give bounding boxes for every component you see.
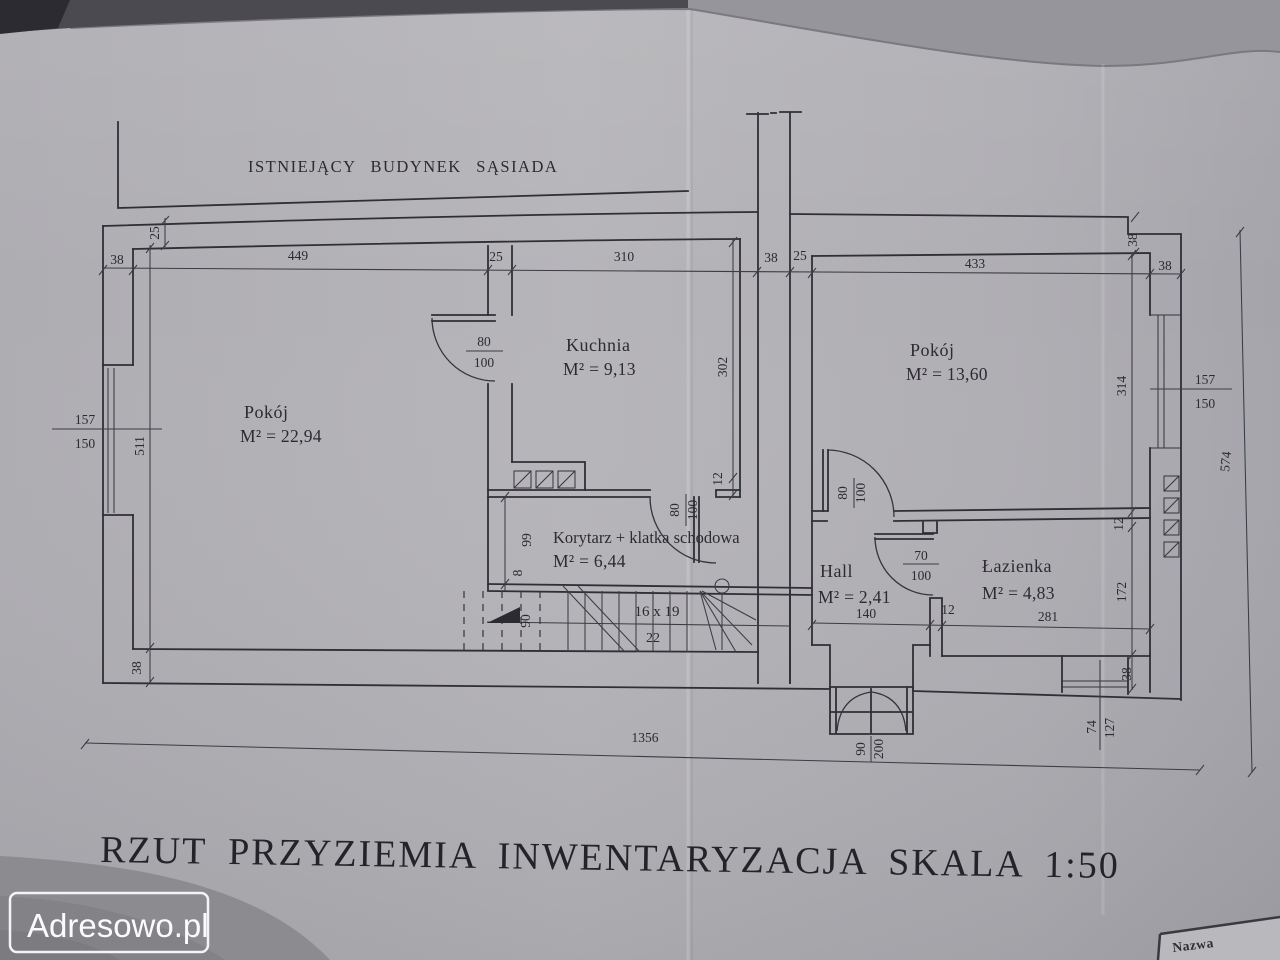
dim-top-433: 433	[965, 256, 986, 271]
dim-corridor-8: 8	[510, 569, 525, 576]
room-label-pokoj-2: Pokój	[910, 340, 955, 360]
stairs-direction-arrow	[487, 607, 520, 623]
window-glazing	[107, 314, 1181, 688]
window-right-width: 157	[1195, 372, 1216, 387]
dim-top-25-divider: 25	[793, 248, 807, 263]
room-label-kuchnia: Kuchnia	[566, 335, 630, 355]
dim-top-38-right: 38	[1158, 258, 1172, 273]
room-label-pokoj-1: Pokój	[244, 402, 289, 422]
dim-kitchen-302: 302	[715, 357, 730, 377]
dim-top-38-divider: 38	[764, 250, 778, 265]
dim-left-38-bottom: 38	[129, 661, 144, 675]
door-corridor-kitchen-width: 80	[667, 503, 682, 517]
dim-top-25-pier: 25	[489, 249, 503, 264]
room-label-lazienka: Łazienka	[982, 556, 1052, 576]
dim-kitchen-12: 12	[710, 472, 725, 486]
window-right-height: 150	[1195, 396, 1216, 411]
dim-top-449: 449	[288, 248, 309, 263]
window-bottom-width: 74	[1084, 720, 1099, 734]
dim-left-25: 25	[147, 226, 162, 240]
dim-top-38-left: 38	[110, 252, 124, 267]
neighbor-building-label: ISTNIEJĄCY BUDYNEK SĄSIADA	[248, 157, 558, 176]
room-label-hall: Hall	[820, 561, 853, 581]
room-label-korytarz: Korytarz + klatka schodowa	[553, 528, 740, 547]
dim-hall-140: 140	[856, 606, 877, 621]
watermark-text: Adresowo.pl	[27, 907, 209, 944]
door-hall-room2-width: 80	[835, 486, 850, 500]
room-area-kuchnia: M² = 9,13	[563, 359, 636, 379]
title-block-label: Nazwa	[1172, 935, 1215, 955]
dim-right-38-top: 38	[1125, 233, 1140, 247]
dim-left-511: 511	[132, 436, 147, 456]
room-area-pokoj-1: M² = 22,94	[240, 426, 322, 446]
dimension-lines	[52, 211, 1257, 778]
dim-stairs-90: 90	[518, 614, 533, 628]
dim-right-172: 172	[1114, 582, 1129, 602]
dim-right-314: 314	[1114, 376, 1129, 397]
window-left-height: 150	[75, 436, 96, 451]
door-hall-room2-height: 100	[853, 483, 868, 504]
dim-right-38-bottom: 38	[1119, 667, 1134, 681]
flue-hatched-squares	[513, 470, 1180, 558]
dim-corridor-99: 99	[519, 533, 534, 547]
stairs-treads-label: 16 x 19	[635, 604, 680, 620]
door-room1-kitchen-width: 80	[477, 334, 491, 349]
door-hall-bath-height: 100	[911, 568, 932, 583]
window-left-width: 157	[75, 412, 96, 427]
dim-top-310: 310	[614, 249, 635, 264]
staircase	[463, 578, 791, 653]
entrance-door-width: 90	[853, 742, 868, 756]
dim-right-12: 12	[1111, 517, 1126, 531]
door-corridor-kitchen-height: 100	[685, 500, 700, 521]
door-hall-bath-width: 70	[914, 548, 928, 563]
door-room1-kitchen-height: 100	[474, 355, 495, 370]
room-area-hall: M² = 2,41	[818, 587, 891, 607]
room-area-korytarz: M² = 6,44	[553, 551, 626, 571]
entrance-door-height: 200	[871, 739, 886, 760]
plan-walls	[102, 111, 1182, 735]
room-area-lazienka: M² = 4,83	[982, 583, 1055, 603]
title-block: Nazwa	[1156, 915, 1280, 960]
window-bottom-height: 127	[1102, 718, 1117, 739]
dim-hall-12: 12	[941, 602, 955, 617]
watermark: Adresowo.pl	[8, 891, 210, 954]
room-area-pokoj-2: M² = 13,60	[906, 364, 988, 384]
dim-right-574: 574	[1217, 450, 1234, 472]
dim-bottom-1356: 1356	[632, 730, 659, 745]
stairs-run-label: 22	[646, 631, 660, 646]
dim-hall-281: 281	[1038, 609, 1058, 624]
door-arcs	[431, 317, 934, 732]
